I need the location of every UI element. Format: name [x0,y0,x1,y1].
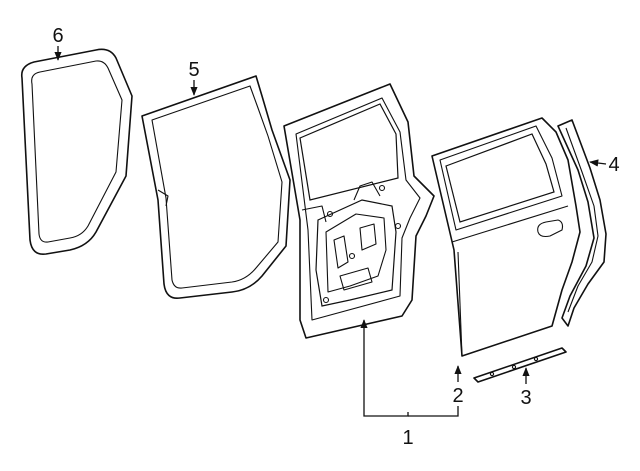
leader-lines [54,46,607,417]
callout-1: 1 [402,427,413,449]
part-2-outer-panel [431,117,581,357]
part-3-lower-molding [473,347,567,383]
part-4-edge-molding [557,119,607,327]
part-6-door-seal [20,48,133,256]
callout-6: 6 [52,25,63,47]
leader-1-branch [408,406,459,417]
part-1-door-shell [283,83,435,339]
callout-2: 2 [452,385,463,407]
leader-1 [360,319,409,417]
part-5-weatherstrip [141,75,291,300]
callout-labels: 6 5 1 2 3 4 [52,25,619,449]
callout-3: 3 [520,387,531,409]
callout-5: 5 [188,59,199,81]
callout-4: 4 [608,154,619,176]
leader-4 [589,159,607,167]
